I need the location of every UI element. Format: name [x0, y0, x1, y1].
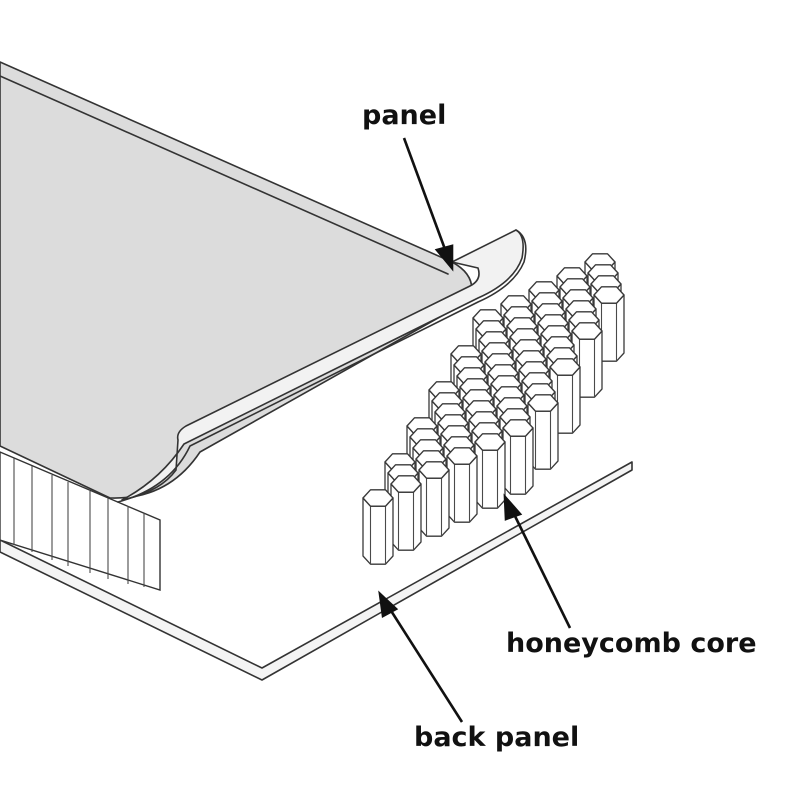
- back-panel-plate: [0, 461, 633, 681]
- honeycomb-cell-wall: [362, 497, 394, 565]
- honeycomb-cell-opening: [390, 475, 422, 493]
- honeycomb-cell-opening: [502, 419, 534, 437]
- back-panel-arrowhead: [378, 590, 399, 619]
- honeycomb-cell-opening: [446, 447, 478, 465]
- honeycomb-cell-opening: [549, 358, 581, 376]
- honeycomb-cell-wall: [502, 427, 534, 495]
- panel-leader-line: [402, 137, 448, 253]
- core-left-strip: [0, 451, 161, 591]
- honeycomb-cell-wall: [474, 441, 506, 509]
- panel-arrowhead: [434, 244, 454, 272]
- honeycomb-cell-wall: [418, 469, 450, 537]
- honeycomb-cell: [527, 394, 559, 470]
- top-panel: [0, 61, 527, 503]
- honeycomb-cell-opening: [418, 461, 450, 479]
- honeycomb-cell: [362, 489, 394, 565]
- honeycomb-cell-opening: [474, 433, 506, 451]
- label-back-panel: back panel: [414, 722, 579, 753]
- core-leader-line: [510, 509, 572, 629]
- honeycomb-cell-opening: [527, 394, 559, 412]
- back-panel-leader-line: [386, 605, 464, 723]
- honeycomb-core-cells: [362, 253, 625, 565]
- honeycomb-cell: [418, 461, 450, 537]
- honeycomb-cell: [502, 419, 534, 495]
- honeycomb-cell: [474, 433, 506, 509]
- honeycomb-cell-opening: [593, 286, 625, 304]
- honeycomb-cell: [446, 447, 478, 523]
- label-panel: panel: [362, 100, 446, 131]
- honeycomb-cell-opening: [362, 489, 394, 507]
- honeycomb-cell-wall: [390, 483, 422, 551]
- label-honeycomb-core: honeycomb core: [506, 628, 757, 659]
- honeycomb-cell-opening: [571, 322, 603, 340]
- honeycomb-cell: [390, 475, 422, 551]
- honeycomb-cell-wall: [446, 455, 478, 523]
- leader-arrows: [378, 137, 572, 723]
- core-arrowhead: [503, 493, 523, 521]
